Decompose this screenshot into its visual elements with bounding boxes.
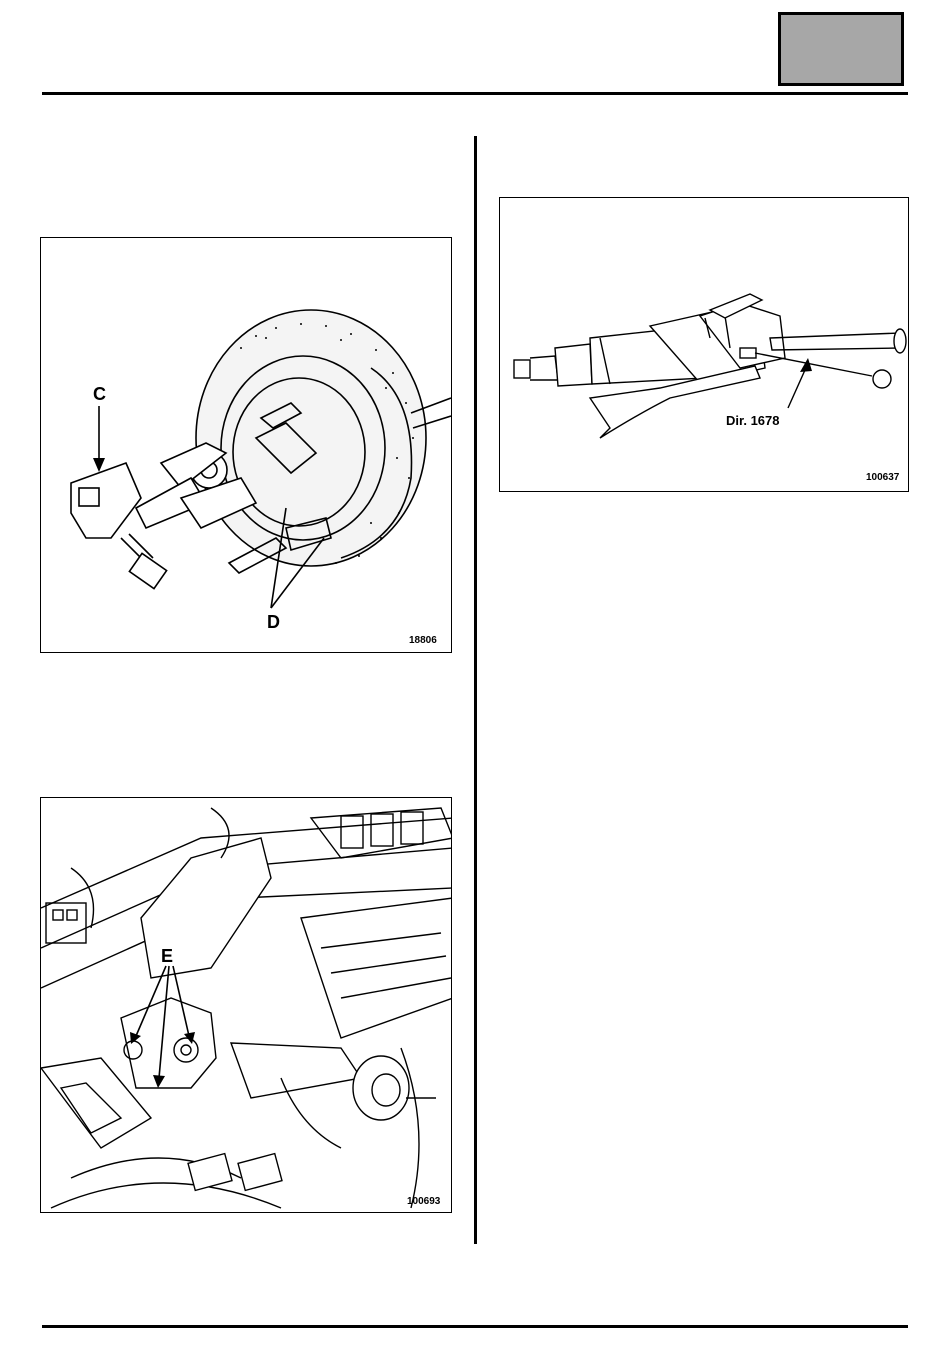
callout-d: D xyxy=(267,612,280,632)
figure-universal-joint: C D 18806 xyxy=(40,237,452,653)
figure-ref-number: 100637 xyxy=(866,472,900,483)
column-divider xyxy=(474,136,477,1244)
callout-e: E xyxy=(161,946,173,966)
figure-ref-number: 100693 xyxy=(407,1196,441,1207)
footer-rule xyxy=(42,1325,908,1328)
figure-ref-number: 18806 xyxy=(409,635,437,646)
universal-joint-illustration: C D 18806 xyxy=(41,238,452,653)
section-tab-box xyxy=(778,12,904,86)
header-rule xyxy=(42,92,908,95)
crossmember-illustration: E 100693 xyxy=(41,798,452,1213)
figure-dashboard-crossmember: E 100693 xyxy=(40,797,452,1213)
tool-label: Dir. 1678 xyxy=(726,413,780,428)
steering-column-illustration: Dir. 1678 100637 xyxy=(500,198,909,492)
callout-c: C xyxy=(93,384,106,404)
figure-steering-column-tool: Dir. 1678 100637 xyxy=(499,197,909,492)
